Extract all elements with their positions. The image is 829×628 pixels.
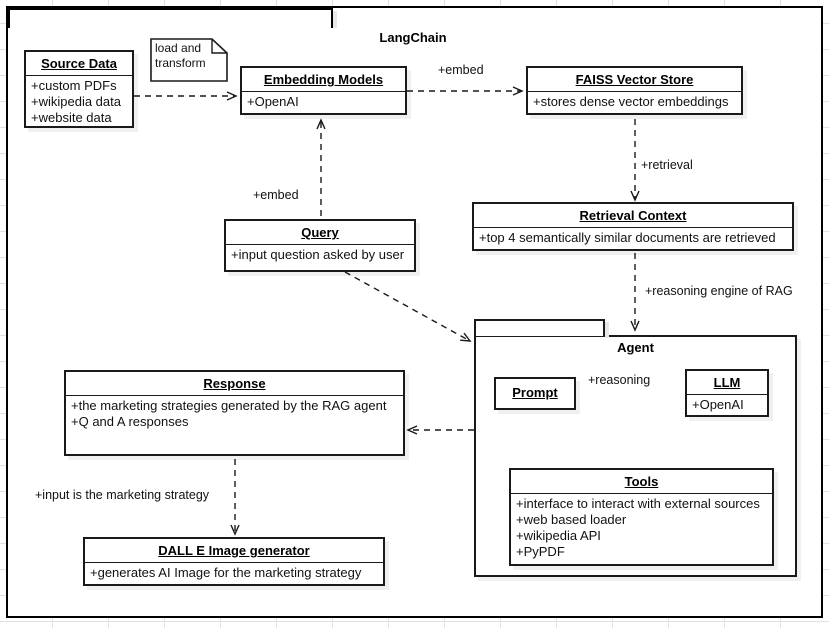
attribute-item: +PyPDF [516,544,565,559]
class-faiss-vector-store[interactable]: FAISS Vector Store +stores dense vector … [526,66,743,115]
class-source-data-attributes: +custom PDFs +wikipedia data +website da… [26,76,132,129]
attribute-item: +top 4 semantically similar documents ar… [479,230,776,245]
note-shape [150,38,228,82]
class-query-title: Query [226,221,414,245]
class-dalle-image-generator-attributes: +generates AI Image for the marketing st… [85,563,383,584]
class-llm-title: LLM [687,371,767,395]
class-llm-attributes: +OpenAI [687,395,767,416]
class-faiss-vector-store-title: FAISS Vector Store [528,68,741,92]
attribute-item: +website data [31,110,112,125]
class-tools[interactable]: Tools +interface to interact with extern… [509,468,774,566]
edge-label-retrieval: +retrieval [641,158,693,172]
note-line-1: load and [155,41,202,55]
class-llm[interactable]: LLM +OpenAI [685,369,769,417]
class-embedding-models-title: Embedding Models [242,68,405,92]
agent-package-tab-shadow [605,322,609,338]
class-retrieval-context-title: Retrieval Context [474,204,792,228]
attribute-item: +Q and A responses [71,414,189,429]
class-response-title: Response [66,372,403,396]
class-source-data-title: Source Data [26,52,132,76]
agent-package-title: Agent [617,340,654,355]
attribute-item: +wikipedia data [31,94,121,109]
attribute-item: +interface to interact with external sou… [516,496,760,511]
edge-label-reasoning: +reasoning [588,373,651,387]
class-prompt-title: Prompt [512,385,558,400]
attribute-item: +wikipedia API [516,528,601,543]
class-response-attributes: +the marketing strategies generated by t… [66,396,403,433]
attribute-item: +generates AI Image for the marketing st… [90,565,362,580]
class-tools-title: Tools [511,470,772,494]
load-and-transform-note: load and transform [150,38,228,82]
edge-label-embed-faiss: +embed [438,63,484,77]
attribute-item: +web based loader [516,512,627,527]
class-query-attributes: +input question asked by user [226,245,414,266]
class-dalle-image-generator[interactable]: DALL E Image generator +generates AI Ima… [83,537,385,586]
class-response[interactable]: Response +the marketing strategies gener… [64,370,405,456]
agent-package-tab [474,319,605,336]
edge-label-embed-query: +embed [253,188,299,202]
langchain-package-tab [8,8,333,28]
edge-label-reasoning-engine: +reasoning engine of RAG [645,284,793,298]
class-embedding-models-attributes: +OpenAI [242,92,405,113]
note-line-2: transform [155,56,206,70]
class-retrieval-context[interactable]: Retrieval Context +top 4 semantically si… [472,202,794,251]
class-source-data[interactable]: Source Data +custom PDFs +wikipedia data… [24,50,134,128]
langchain-package-title: LangChain [379,30,447,45]
attribute-item: +stores dense vector embeddings [533,94,729,109]
class-retrieval-context-attributes: +top 4 semantically similar documents ar… [474,228,792,249]
attribute-item: +OpenAI [247,94,299,109]
attribute-item: +input question asked by user [231,247,405,262]
class-faiss-vector-store-attributes: +stores dense vector embeddings [528,92,741,113]
attribute-item: +OpenAI [692,397,744,412]
langchain-package-tab-shadow [333,11,337,28]
class-dalle-image-generator-title: DALL E Image generator [85,539,383,563]
class-prompt[interactable]: Prompt [494,377,576,410]
edge-label-input-marketing-strategy: +input is the marketing strategy [35,488,210,502]
class-tools-attributes: +interface to interact with external sou… [511,494,772,563]
attribute-item: +the marketing strategies generated by t… [71,398,387,413]
attribute-item: +custom PDFs [31,78,117,93]
class-query[interactable]: Query +input question asked by user [224,219,416,272]
note-text: load and transform [155,41,206,71]
class-embedding-models[interactable]: Embedding Models +OpenAI [240,66,407,115]
